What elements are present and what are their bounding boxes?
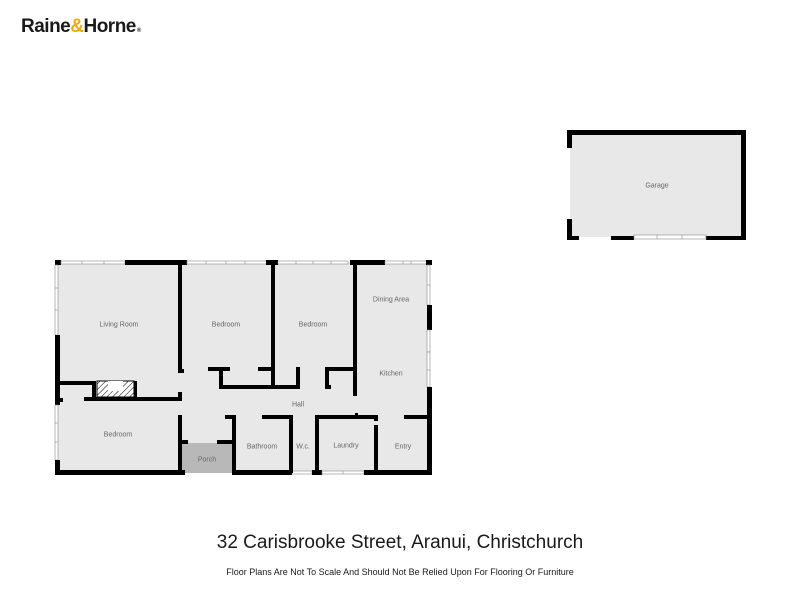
- house-structure: [54, 260, 432, 475]
- room-label-bedroom-1: Bedroom: [211, 321, 241, 329]
- room-label-garage: Garage: [645, 182, 669, 190]
- garage-structure: [567, 130, 746, 240]
- registered-mark: ®: [136, 28, 141, 34]
- room-label-dining-area: Dining Area: [372, 296, 410, 304]
- room-label-bedroom-3: Bedroom: [103, 431, 133, 439]
- room-label-bathroom: Bathroom: [246, 443, 278, 451]
- property-address: 32 Carisbrooke Street, Aranui, Christchu…: [216, 532, 584, 553]
- room-label-laundry: Laundry: [333, 442, 359, 450]
- room-label-hall: Hall: [291, 401, 305, 409]
- porch-floor: [182, 443, 234, 473]
- room-label-entry: Entry: [394, 443, 412, 451]
- disclaimer-text: Floor Plans Are Not To Scale And Should …: [226, 567, 574, 577]
- brand-name-raine: Raine: [21, 16, 71, 37]
- brand-logo: Raine&Horne®: [21, 16, 141, 38]
- room-label-living-room: Living Room: [99, 321, 139, 329]
- room-label-porch: Porch: [197, 456, 217, 464]
- brand-name-horne: Horne: [83, 16, 136, 37]
- room-label-wc: W.c.: [296, 443, 310, 451]
- room-label-bedroom-2: Bedroom: [298, 321, 328, 329]
- room-label-kitchen: Kitchen: [379, 370, 403, 378]
- brand-ampersand: &: [70, 16, 84, 37]
